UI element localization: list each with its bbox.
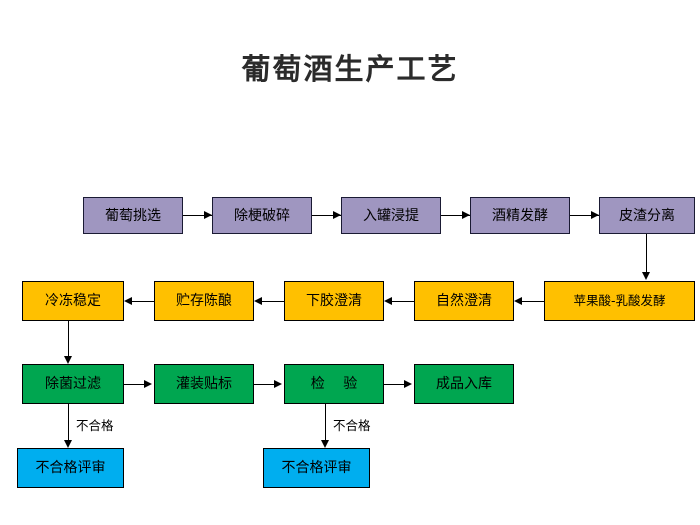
edge-maceration-to-alcoholic [441, 215, 470, 216]
edge-cold-stabilization-to-filtration [68, 321, 69, 359]
node-inspection[interactable]: 检 验 [284, 364, 384, 404]
edge-grape-to-destem [183, 215, 212, 216]
edge-filtration-to-bottling [124, 384, 150, 385]
arrow-inspection-to-warehouse [404, 380, 412, 388]
arrow-pomace-to-malolactic [642, 272, 650, 280]
label-filtration-reject: 不合格 [76, 418, 114, 433]
edge-malolactic-to-natural [522, 301, 544, 302]
edge-filtration-to-review [68, 404, 69, 443]
page-title: 葡萄酒生产工艺 [241, 52, 459, 86]
edge-destem-to-maceration [312, 215, 341, 216]
arrow-destem-to-maceration [333, 211, 341, 219]
node-natural-clarification[interactable]: 自然澄清 [414, 281, 514, 321]
node-grape-selection[interactable]: 葡萄挑选 [83, 197, 183, 234]
edge-aging-to-cold-stabilization [132, 301, 154, 302]
arrow-grape-to-destem [204, 211, 212, 219]
node-sterile-filtration[interactable]: 除菌过滤 [22, 364, 124, 404]
node-finished-goods-warehouse[interactable]: 成品入库 [414, 364, 514, 404]
edge-inspection-to-review [325, 404, 326, 443]
arrow-aging-to-cold-stabilization [124, 297, 132, 305]
edge-natural-to-fining [392, 301, 414, 302]
arrow-inspection-to-review [321, 440, 329, 448]
node-storage-aging[interactable]: 贮存陈酿 [154, 281, 254, 321]
edge-pomace-to-malolactic [646, 234, 647, 275]
arrow-alcoholic-to-pomace [591, 211, 599, 219]
edge-inspection-to-warehouse [384, 384, 410, 385]
edge-bottling-to-inspection [254, 384, 280, 385]
label-inspection-reject: 不合格 [333, 418, 371, 433]
node-alcoholic-fermentation[interactable]: 酒精发酵 [470, 197, 570, 234]
arrow-bottling-to-inspection [274, 380, 282, 388]
node-malolactic-fermentation[interactable]: 苹果酸-乳酸发酵 [544, 281, 695, 321]
node-bottling-labeling[interactable]: 灌装贴标 [154, 364, 254, 404]
arrow-maceration-to-alcoholic [462, 211, 470, 219]
node-reject-review-inspection[interactable]: 不合格评审 [263, 448, 370, 488]
arrow-cold-stabilization-to-filtration [64, 356, 72, 364]
edge-alcoholic-to-pomace [570, 215, 599, 216]
node-tank-maceration[interactable]: 入罐浸提 [341, 197, 441, 234]
node-destem-crush[interactable]: 除梗破碎 [212, 197, 312, 234]
arrow-malolactic-to-natural [514, 297, 522, 305]
edge-fining-to-aging [262, 301, 284, 302]
arrow-filtration-to-review [64, 440, 72, 448]
arrow-fining-to-aging [254, 297, 262, 305]
node-fining-clarification[interactable]: 下胶澄清 [284, 281, 384, 321]
node-pomace-separation[interactable]: 皮渣分离 [599, 197, 695, 234]
node-cold-stabilization[interactable]: 冷冻稳定 [22, 281, 124, 321]
arrow-filtration-to-bottling [144, 380, 152, 388]
arrow-natural-to-fining [384, 297, 392, 305]
node-reject-review-filtration[interactable]: 不合格评审 [17, 448, 124, 488]
